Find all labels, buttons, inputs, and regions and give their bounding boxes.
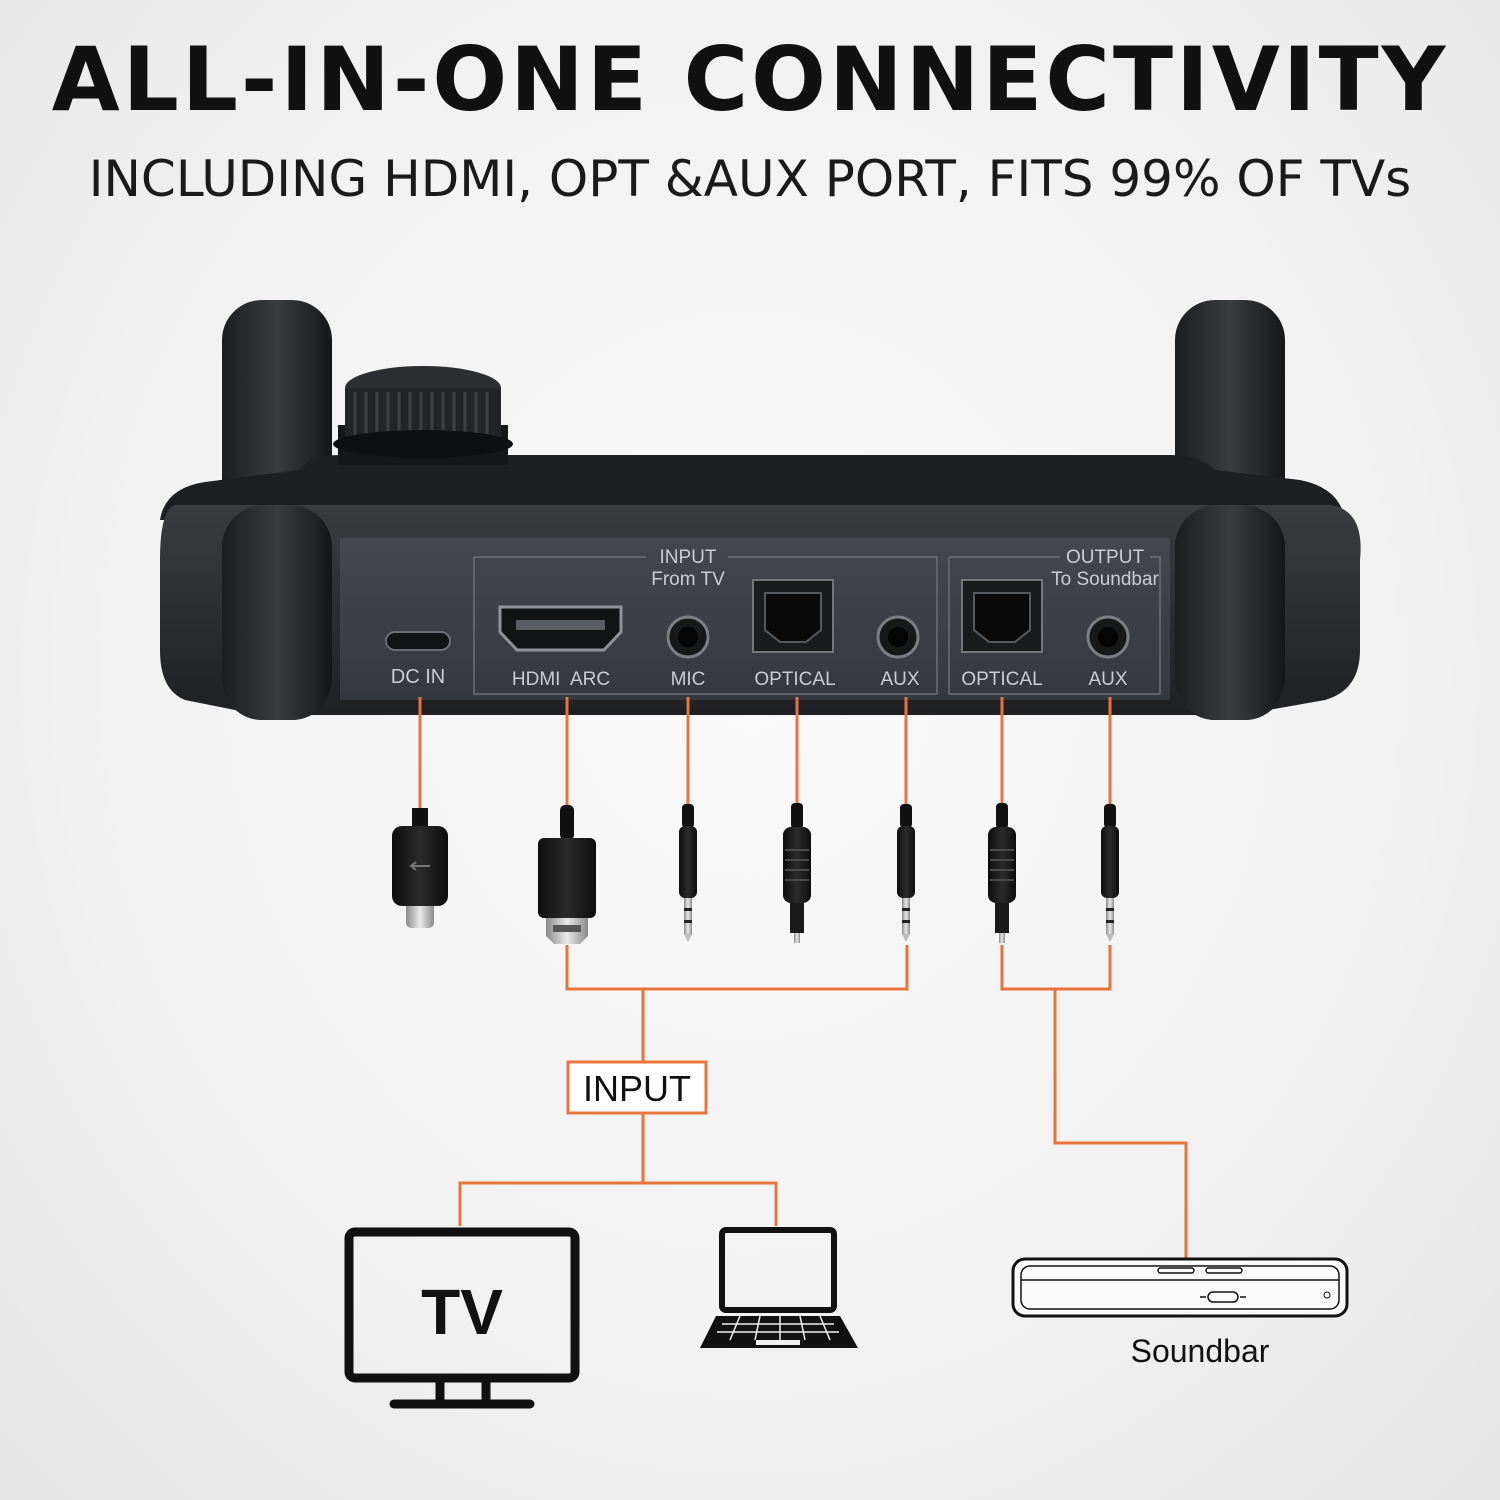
optical-in-label: OPTICAL <box>754 669 835 690</box>
audio-jack-icon <box>897 804 915 942</box>
output-group-label: OUTPUT <box>1066 547 1145 568</box>
audio-jack-icon <box>679 804 697 942</box>
aux-in-label: AUX <box>880 669 919 690</box>
output-group-sublabel: To Soundbar <box>1051 569 1159 590</box>
optical-plug-icon <box>988 803 1016 943</box>
hdmi-plug-icon <box>538 805 596 944</box>
soundbar-label: Soundbar <box>1131 1333 1270 1369</box>
audio-jack-icon <box>1101 804 1119 942</box>
subheadline: INCLUDING HDMI, OPT &AUX PORT, FITS 99% … <box>88 150 1412 208</box>
soundbar-icon <box>1011 1257 1349 1318</box>
connection-lines <box>418 697 1188 1258</box>
dc-in-port[interactable] <box>385 631 451 651</box>
input-group-sublabel: From TV <box>651 569 725 590</box>
input-group-label: INPUT <box>660 547 717 568</box>
usb-c-plug-icon <box>392 808 448 928</box>
receiver-device: INPUT From TV OUTPUT To Soundbar DC IN H… <box>160 300 1361 720</box>
input-box-label: INPUT <box>583 1068 691 1109</box>
tv-icon: TV <box>344 1227 580 1409</box>
optical-plug-icon <box>783 803 811 943</box>
mic-label: MIC <box>671 669 706 690</box>
input-box: INPUT <box>566 1060 708 1115</box>
dc-in-label: DC IN <box>391 666 445 688</box>
tv-label: TV <box>421 1276 503 1348</box>
hdmi-arc-label: HDMI ARC <box>512 669 610 690</box>
headline: ALL-IN-ONE CONNECTIVITY <box>51 28 1449 131</box>
optical-out-label: OPTICAL <box>961 669 1042 690</box>
aux-out-label: AUX <box>1088 669 1127 690</box>
laptop-icon <box>700 1227 858 1348</box>
volume-knob-icon <box>333 366 513 465</box>
